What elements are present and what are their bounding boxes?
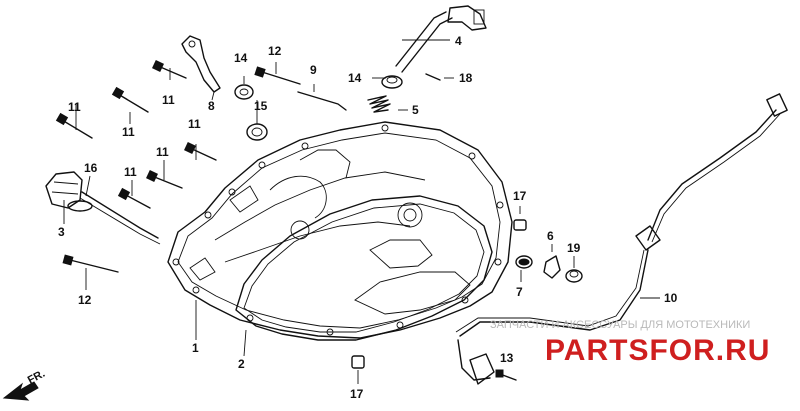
callout-11-f: 11	[124, 165, 137, 179]
bolts-11	[55, 60, 217, 209]
bolts-12	[62, 66, 301, 273]
cap-19	[565, 269, 583, 283]
pedal-arm	[181, 35, 221, 93]
watermark-logo: PARTSFOR.RU	[545, 334, 770, 367]
callout-8: 8	[208, 99, 215, 113]
pin-18	[425, 73, 441, 81]
dowel-pin-top	[513, 219, 527, 231]
callout-1: 1	[192, 341, 199, 355]
callout-17-top: 17	[513, 189, 527, 203]
callout-16: 16	[84, 161, 98, 175]
screw-13-head	[495, 369, 504, 378]
callout-13: 13	[500, 351, 514, 365]
callout-18: 18	[459, 71, 473, 85]
callout-7: 7	[516, 285, 523, 299]
callout-3: 3	[58, 225, 65, 239]
part-callouts: 4 14 18 5 12 9 14 15 8 11 11 11 11 11 11…	[58, 34, 678, 401]
callout-12-left: 12	[78, 293, 92, 307]
spring-7	[515, 255, 533, 269]
callout-14-right: 14	[348, 71, 362, 85]
callout-5: 5	[412, 103, 419, 117]
o-ring	[67, 200, 93, 212]
leader-lines	[63, 39, 660, 384]
washer-6	[543, 255, 561, 279]
callout-17-bottom: 17	[350, 387, 364, 401]
callout-12-top: 12	[268, 44, 282, 58]
callout-11-c: 11	[68, 100, 81, 114]
direction-label: FR.	[26, 368, 47, 387]
callout-11-a: 11	[162, 93, 175, 107]
watermark-caption: ЗАПЧАСТИ И АКСЕССУАРЫ ДЛЯ МОТОТЕХНИКИ	[490, 319, 750, 331]
direction-arrow-icon	[2, 381, 39, 401]
dowel-pin-bottom	[351, 355, 365, 369]
callout-11-d: 11	[188, 117, 201, 131]
callout-4: 4	[455, 34, 462, 48]
cover-gasket	[235, 195, 493, 341]
callout-11-b: 11	[122, 125, 135, 139]
watermark: ЗАПЧАСТИ И АКСЕССУАРЫ ДЛЯ МОТОТЕХНИКИ PA…	[490, 319, 770, 367]
callout-15: 15	[254, 99, 268, 113]
collars-14	[234, 75, 403, 100]
rod-9	[297, 91, 347, 111]
oil-filler-cap	[45, 171, 161, 245]
callout-10: 10	[664, 291, 678, 305]
callout-19: 19	[567, 241, 581, 255]
cable-10	[455, 93, 788, 385]
callout-9: 9	[310, 63, 317, 77]
callout-14-left: 14	[234, 51, 248, 65]
callout-11-e: 11	[156, 145, 169, 159]
kick-arm	[395, 5, 487, 73]
spring-5	[367, 95, 391, 113]
callout-6: 6	[547, 229, 554, 243]
crankcase-cover	[167, 121, 513, 339]
oil-seal-15	[246, 123, 268, 141]
front-direction-marker: FR.	[2, 368, 47, 401]
callout-2: 2	[238, 357, 245, 371]
